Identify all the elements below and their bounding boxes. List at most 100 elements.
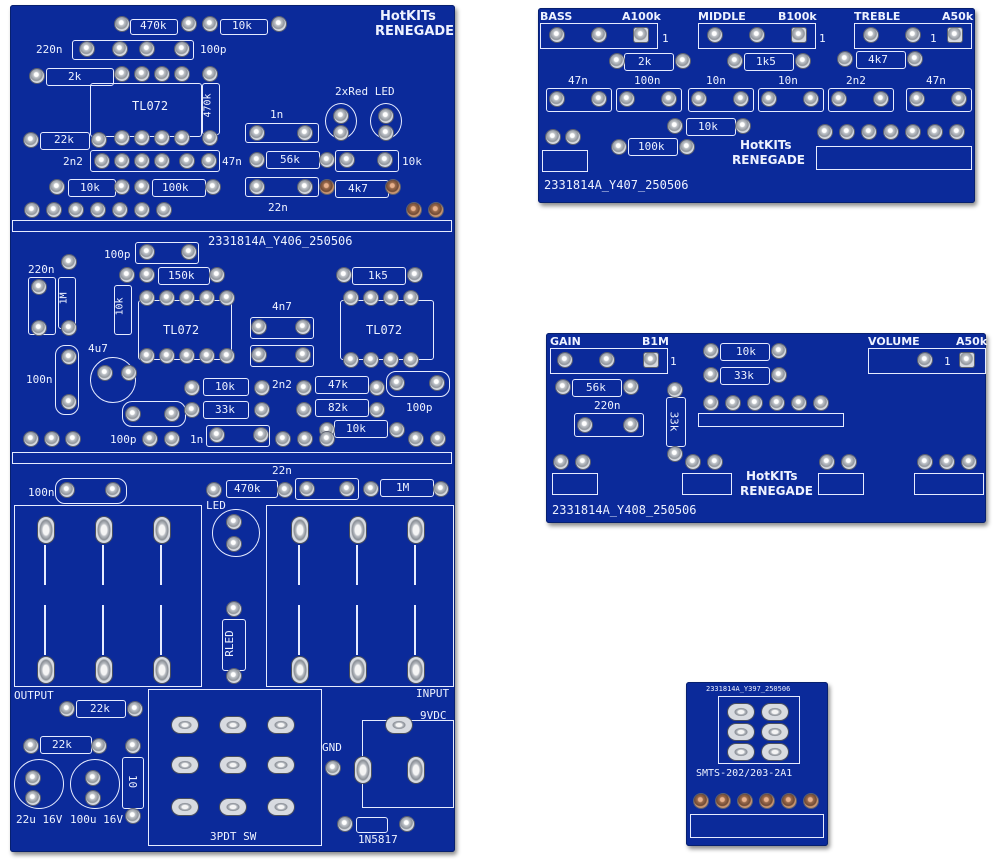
jack-lug <box>350 657 366 683</box>
cap-outline <box>250 317 314 339</box>
pot-outline <box>868 348 986 374</box>
pad <box>676 54 690 68</box>
pad <box>338 817 352 831</box>
pad <box>62 395 76 409</box>
pad <box>113 203 127 217</box>
resistor-label: 82k <box>328 401 348 414</box>
jack-lug <box>38 657 54 683</box>
switch-part-label: SMTS-202/203-2A1 <box>696 768 793 779</box>
pad <box>155 67 169 81</box>
resistor-outline <box>720 343 770 361</box>
pad <box>692 92 706 106</box>
resistor-label: 1k5 <box>368 269 388 282</box>
pot-pad <box>864 28 878 42</box>
pad <box>340 482 354 496</box>
pad <box>334 109 348 123</box>
pad <box>874 92 888 106</box>
resistor-outline <box>856 51 906 69</box>
pad <box>140 291 154 305</box>
pad <box>662 92 676 106</box>
pad <box>182 17 196 31</box>
pad <box>106 483 120 497</box>
cap-label: 2n2 <box>63 155 83 168</box>
jack-lug <box>38 517 54 543</box>
pad <box>364 353 378 367</box>
pad <box>364 482 378 496</box>
pad <box>252 348 266 362</box>
pad <box>160 291 174 305</box>
pad <box>255 381 269 395</box>
pad <box>126 407 140 421</box>
pad <box>210 428 224 442</box>
3pdt-lug <box>268 717 294 733</box>
pot-value-middle: B100k <box>778 10 817 23</box>
brand-text: HotKITs <box>380 9 436 24</box>
pad <box>814 396 828 410</box>
jack-lug <box>408 517 424 543</box>
pad <box>962 455 976 469</box>
pad <box>728 54 742 68</box>
pad <box>128 702 142 716</box>
pad <box>337 268 351 282</box>
board-divider <box>12 220 452 232</box>
pad <box>772 344 786 358</box>
pad <box>320 180 334 194</box>
dc-jack-lug <box>408 757 424 783</box>
pad <box>276 432 290 446</box>
pot-value-treble: A50k <box>942 10 974 23</box>
resistor-outline <box>152 179 206 197</box>
gnd-label: GND <box>322 741 342 754</box>
jack-lug <box>154 657 170 683</box>
pad <box>278 483 292 497</box>
pad <box>668 119 682 133</box>
pad <box>26 771 40 785</box>
pad <box>155 131 169 145</box>
pad <box>554 455 568 469</box>
led-label: 2xRed LED <box>335 85 395 98</box>
pad <box>203 17 217 31</box>
pot-pad <box>948 28 962 42</box>
pad <box>404 353 418 367</box>
header-outline <box>682 473 732 495</box>
pad <box>26 791 40 805</box>
power-label: 9VDC <box>420 709 447 722</box>
brand-text-2: RENEGADE <box>732 153 805 167</box>
pad <box>592 92 606 106</box>
ic-label: TL072 <box>163 323 200 337</box>
pad <box>820 455 834 469</box>
pot-pad <box>644 353 658 367</box>
cap-outline <box>250 345 314 367</box>
pad <box>160 349 174 363</box>
dc-jack-lug <box>386 717 412 733</box>
elcap-outline <box>70 759 120 809</box>
pad <box>379 109 393 123</box>
pad <box>782 794 796 808</box>
pad <box>60 483 74 497</box>
switch-lug-line <box>44 545 46 585</box>
pad <box>726 396 740 410</box>
pad <box>708 455 722 469</box>
jack-lug <box>350 517 366 543</box>
resistor-label: 4k7 <box>348 182 368 195</box>
resistor-label: 33k <box>734 369 754 382</box>
pad <box>792 396 806 410</box>
3pdt-lug <box>172 757 198 773</box>
pad <box>384 353 398 367</box>
pad <box>180 291 194 305</box>
resistor-label: 10k <box>346 422 366 435</box>
pad <box>704 396 718 410</box>
pad <box>182 245 196 259</box>
led-outline <box>212 509 260 557</box>
resistor-outline <box>352 267 406 285</box>
pad <box>95 154 109 168</box>
pad <box>120 268 134 282</box>
pad <box>409 432 423 446</box>
pad <box>115 17 129 31</box>
jack-outline-right <box>266 505 454 687</box>
pad <box>296 348 310 362</box>
pad <box>320 432 334 446</box>
switch-pcb: 2331814A_Y397_250506 SMTS-202/203-2A1 <box>686 682 828 846</box>
pot-pad <box>634 28 648 42</box>
pad <box>386 180 400 194</box>
cap-label: 1n <box>190 433 204 446</box>
